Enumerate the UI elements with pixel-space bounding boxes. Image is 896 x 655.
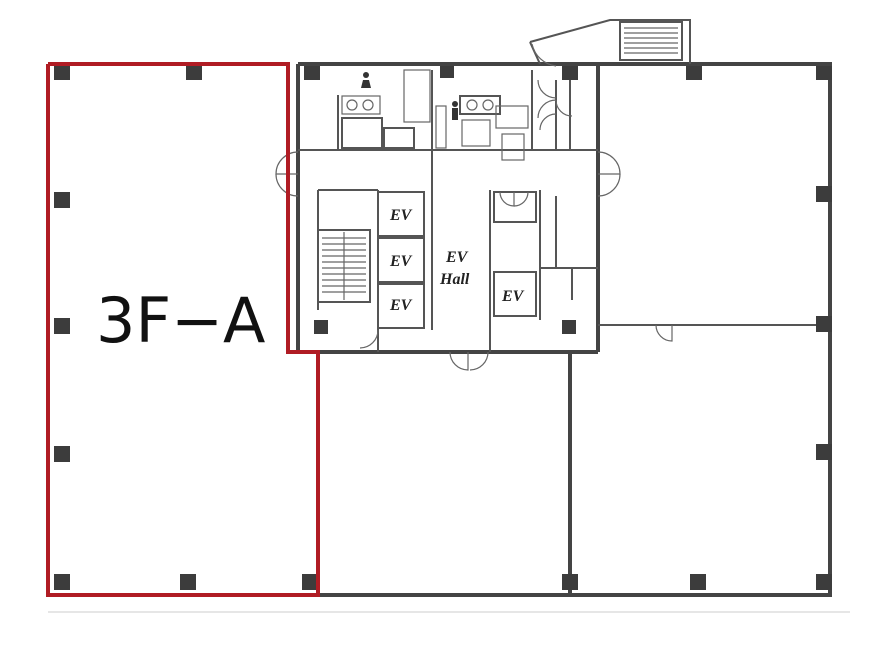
elevator-label-4: EV — [501, 288, 525, 305]
unit-3f-a-outline[interactable] — [46, 62, 320, 597]
elevator-label-2: EV — [389, 253, 413, 270]
stair-icon — [624, 27, 678, 54]
ev-hall-label-line1: EV — [445, 249, 469, 266]
structural-columns — [54, 66, 832, 590]
tenant-divisions — [298, 64, 830, 595]
stair-core — [317, 189, 378, 310]
unit-3f-a-label: 3F−A — [96, 284, 265, 357]
restroom-female-icon — [361, 72, 371, 88]
elevator-label-3: EV — [389, 297, 413, 314]
elevator-label-1: EV — [389, 207, 413, 224]
stair-icon — [322, 232, 366, 300]
ev-hall-label-line2: Hall — [439, 271, 470, 288]
restroom-male-icon — [452, 101, 458, 120]
core-service-rooms — [298, 69, 598, 190]
external-stair — [529, 19, 691, 67]
elevator-labels: EV EV EV EV EV Hall — [389, 207, 525, 314]
elevator-shafts — [377, 190, 598, 352]
door-swing-icon — [275, 79, 673, 371]
